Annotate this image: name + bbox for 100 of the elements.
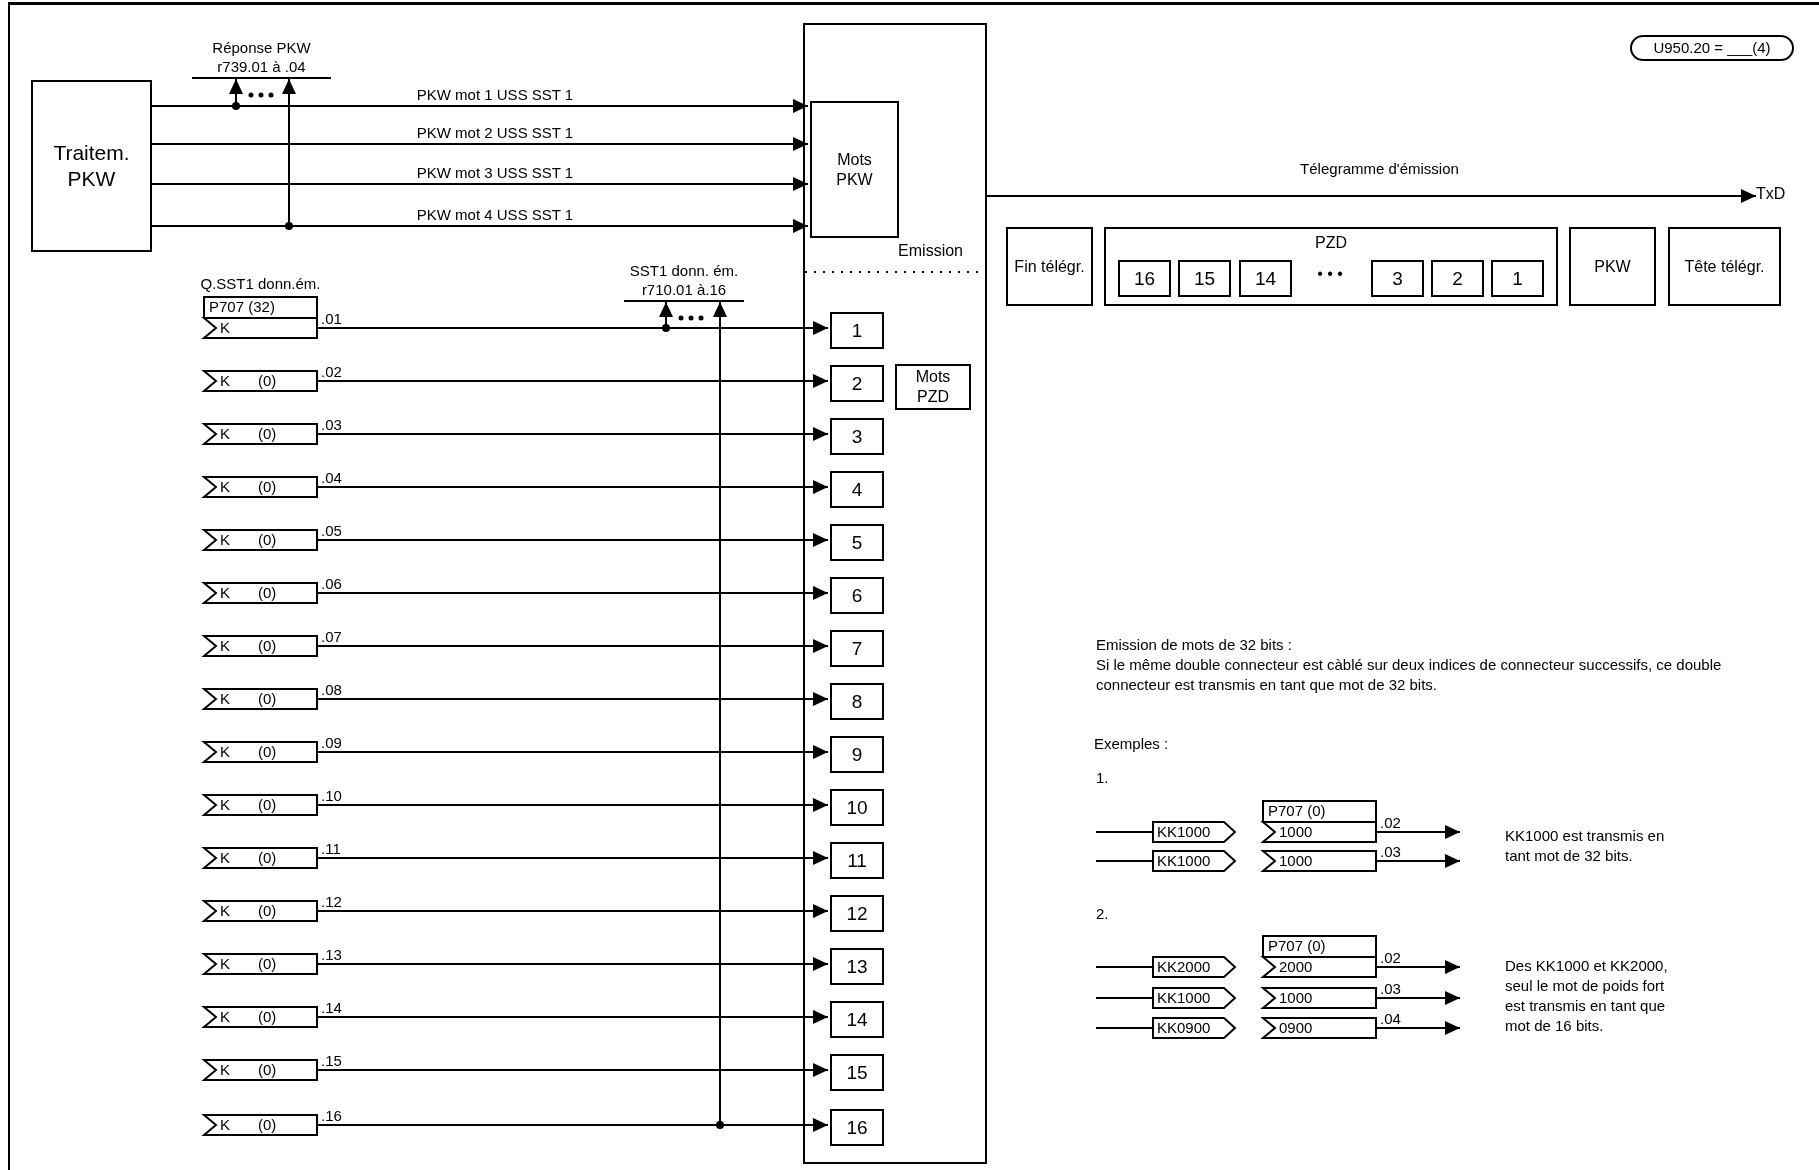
connector-value: K <box>220 371 230 391</box>
arrow <box>317 904 829 918</box>
arrow <box>317 1010 829 1024</box>
connector-value: K <box>220 318 230 338</box>
word-slot: 14 <box>1239 260 1292 297</box>
default-value: (0) <box>258 795 277 815</box>
word-slot: 1 <box>1491 260 1544 297</box>
signal-name: Réponse PKW <box>212 38 311 57</box>
default-value: (0) <box>258 848 277 868</box>
connector-value: 1000 <box>1279 988 1313 1008</box>
word-slot: 2 <box>1431 260 1484 297</box>
note-text: Exemples : <box>1094 734 1170 754</box>
note-text: KK1000 est transmis en tant mot de 32 bits. <box>1505 826 1665 866</box>
note-text: 1. <box>1096 768 1110 788</box>
block-box: PKW <box>1569 227 1656 306</box>
note-text: 2. <box>1096 904 1110 924</box>
word-slot: 3 <box>830 418 884 455</box>
line <box>1095 997 1153 999</box>
arrow <box>1376 960 1461 974</box>
arrow <box>317 639 829 653</box>
connector-value: K <box>220 636 230 656</box>
parameter-name: P707 (0) <box>1262 935 1377 956</box>
connector-value: K <box>220 477 230 497</box>
arrow <box>317 586 829 600</box>
parameter-name: r739.01 à .04 <box>217 57 306 76</box>
word-slot: 16 <box>830 1109 884 1146</box>
parameter-name: r710.01 à.16 <box>641 280 727 299</box>
arrow <box>1376 825 1461 839</box>
line <box>1095 966 1153 968</box>
arrow <box>317 692 829 706</box>
connector-value: 2000 <box>1279 957 1313 977</box>
default-value: (0) <box>258 901 277 921</box>
arrow <box>986 189 1757 203</box>
word-slot: 1 <box>830 312 884 349</box>
connector-value: K <box>220 742 230 762</box>
block-box: Mots PZD <box>895 364 971 410</box>
arrow <box>317 480 829 494</box>
arrow <box>151 137 809 151</box>
telegram-field <box>1104 227 1558 306</box>
default-value: (0) <box>258 371 277 391</box>
line <box>1095 1027 1153 1029</box>
arrow <box>317 427 829 441</box>
default-value: (0) <box>258 1115 277 1135</box>
parameter-badge: U950.20 = ___(4) <box>1630 35 1794 61</box>
arrow <box>317 957 829 971</box>
word-slot: 9 <box>830 736 884 773</box>
word-slot: 2 <box>830 365 884 402</box>
word-slot: 14 <box>830 1001 884 1038</box>
block-title: Q.SST1 donn.ém. <box>199 274 322 294</box>
word-slot: 3 <box>1371 260 1424 297</box>
note-text: Des KK1000 et KK2000, seul le mot de poids fort est transmis en tant que mot de 16 bits. <box>1505 956 1669 1036</box>
connector-tag: KK1000 <box>1152 987 1236 1009</box>
block-box: Traitem. PKW <box>31 80 152 252</box>
default-value: (0) <box>258 742 277 762</box>
word-slot: 15 <box>830 1054 884 1091</box>
arrow <box>1376 854 1461 868</box>
word-slot: 13 <box>830 948 884 985</box>
word-slot: 12 <box>830 895 884 932</box>
word-slot: 8 <box>830 683 884 720</box>
arrow <box>317 851 829 865</box>
ellipsis-mark: • • • <box>1316 264 1344 284</box>
block-box: Fin télégr. <box>1006 227 1093 306</box>
connector-value: K <box>220 689 230 709</box>
block-box: Mots PKW <box>810 101 899 238</box>
edge-label: Télegramme d'émission <box>1300 160 1459 177</box>
block-box: Tête télégr. <box>1668 227 1781 306</box>
signal-name: TxD <box>1756 185 1786 203</box>
arrow <box>1376 991 1461 1005</box>
connector-value: K <box>220 424 230 444</box>
connector-value: K <box>220 901 230 921</box>
arrow <box>317 745 829 759</box>
default-value: (0) <box>258 530 277 550</box>
arrow <box>317 1118 829 1132</box>
note-text: Emission de mots de 32 bits : <box>1096 635 1293 655</box>
arrow <box>317 1063 829 1077</box>
word-slot: 5 <box>830 524 884 561</box>
arrow <box>1376 1021 1461 1035</box>
connector-value: K <box>220 795 230 815</box>
word-slot: 15 <box>1178 260 1231 297</box>
word-slot: 10 <box>830 789 884 826</box>
default-value: (0) <box>258 1060 277 1080</box>
arrow <box>151 219 809 233</box>
arrow <box>317 533 829 547</box>
default-value: (0) <box>258 583 277 603</box>
word-slot: 4 <box>830 471 884 508</box>
connector-value: 0900 <box>1279 1018 1313 1038</box>
arrow <box>151 177 809 191</box>
default-value: (0) <box>258 1007 277 1027</box>
default-value: (0) <box>258 954 277 974</box>
connector-value: 1000 <box>1279 822 1313 842</box>
default-value: (0) <box>258 477 277 497</box>
parameter-name: P707 (32) <box>203 296 318 317</box>
parameter-name: P707 (0) <box>1262 800 1377 821</box>
connector-value: K <box>220 583 230 603</box>
connector-tag: KK2000 <box>1152 956 1236 978</box>
note-text: Si le même double connecteur est càblé sur deux indices de connecteur successifs, ce double connecteur est transmis en tant que mot de 32 bits. <box>1096 655 1723 695</box>
arrow <box>317 374 829 388</box>
connector-tag: KK1000 <box>1152 850 1236 872</box>
block-title: Emission <box>898 242 963 260</box>
arrow <box>317 798 829 812</box>
